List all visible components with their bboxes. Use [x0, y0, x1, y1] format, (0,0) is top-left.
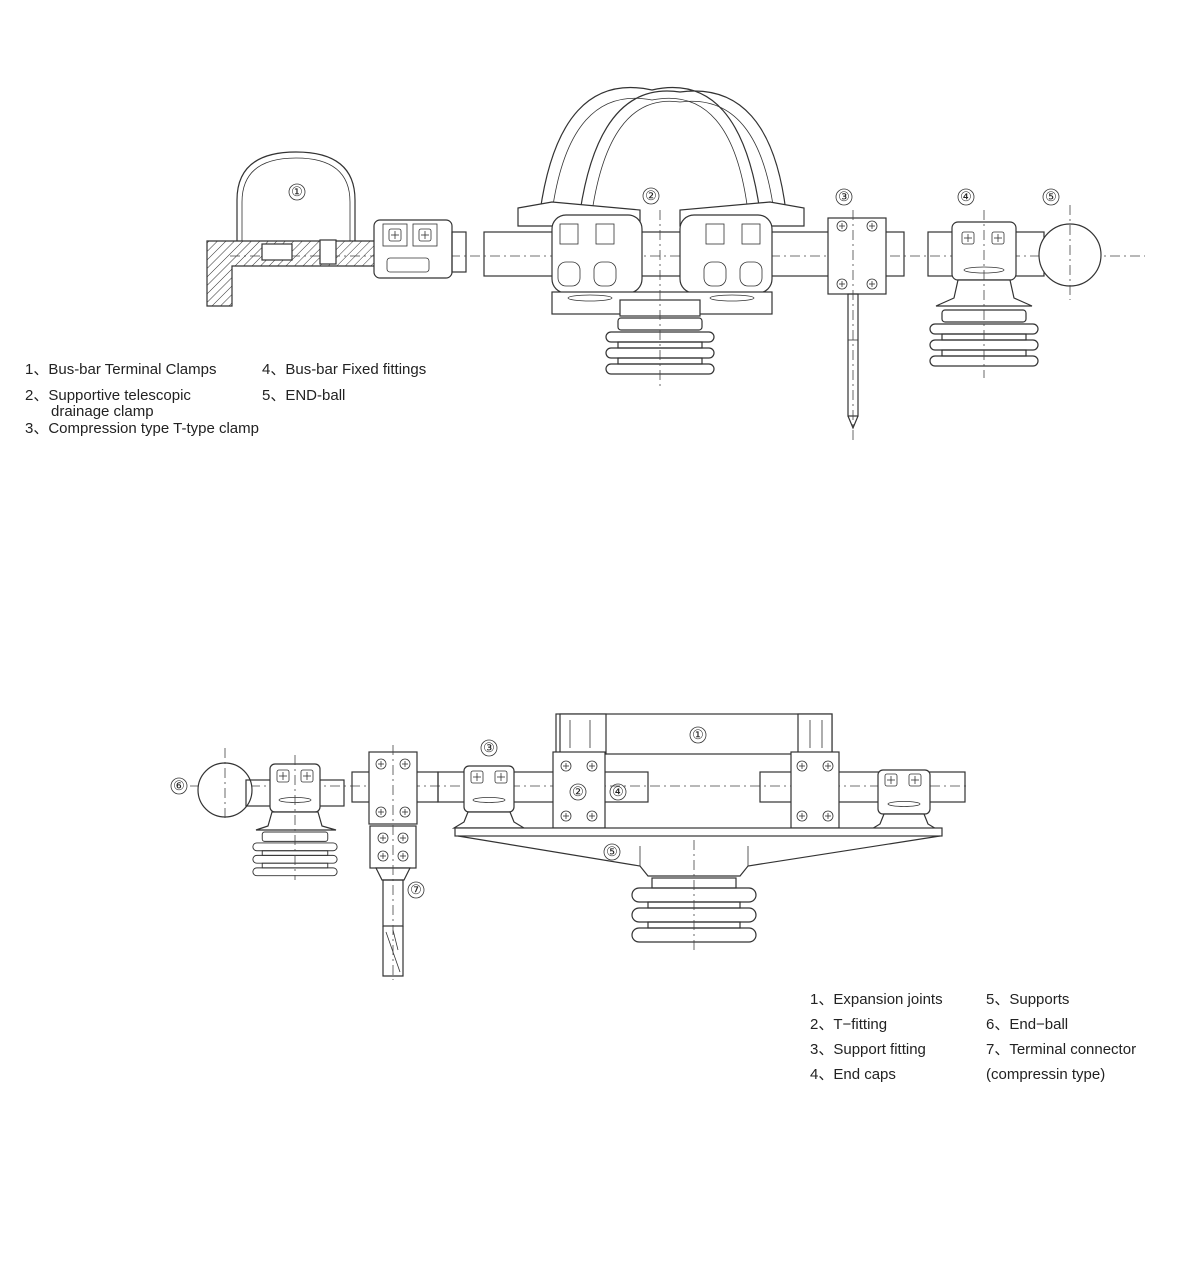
legend-top-item-1: 1、Bus-bar Terminal Clamps: [25, 361, 217, 378]
callout-bottom-4: ④: [612, 784, 624, 799]
callout-bottom-1: ①: [692, 727, 704, 742]
legend-bottom-left: 1、Expansion joints 2、T−fitting 3、Support…: [810, 987, 943, 1087]
top-callouts: ① ② ③ ④ ⑤: [288, 183, 1060, 206]
busbar-tube-right: [759, 771, 966, 803]
busbar-tube-left: [437, 771, 649, 803]
busbar-fixed-fitting: [927, 210, 1045, 378]
support-plate: [454, 827, 943, 950]
end-ball-bottom: [197, 748, 253, 822]
legend-top-item-2: 2、Supportive telescopic: [25, 387, 191, 404]
support-fitting-3: [451, 765, 527, 829]
legend-bottom-item-1: 1、Expansion joints: [810, 991, 943, 1008]
legend-top-item-2-cont: drainage clamp: [51, 403, 154, 420]
terminal-connector: [351, 745, 439, 980]
legend-top-left: 1、Bus-bar Terminal Clamps 2、Supportive t…: [25, 361, 259, 438]
callout-bottom-7: ⑦: [410, 882, 422, 897]
callout-top-2: ②: [645, 188, 657, 203]
support-fitting-left: [245, 755, 345, 880]
legend-top-item-3: 3、Compression type T-type clamp: [25, 420, 259, 437]
top-diagram: [206, 86, 1145, 440]
t-fitting: [552, 751, 840, 829]
legend-top-item-5: 5、END-ball: [262, 387, 346, 404]
callout-top-1: ①: [291, 184, 303, 199]
telescopic-drainage-clamp: [483, 86, 905, 386]
end-ball: [1038, 205, 1102, 300]
callout-top-3: ③: [838, 189, 850, 204]
callout-bottom-3: ③: [483, 740, 495, 755]
callout-top-5: ⑤: [1045, 189, 1057, 204]
support-fitting-right: [867, 769, 941, 831]
legend-bottom-item-6: 6、End−ball: [986, 1016, 1069, 1033]
legend-top-item-4: 4、Bus-bar Fixed fittings: [262, 361, 427, 378]
bottom-diagram: [190, 713, 970, 980]
legend-bottom-item-3: 3、Support fitting: [810, 1041, 926, 1058]
terminal-clamp: [206, 151, 467, 307]
legend-bottom-item-4: 4、End caps: [810, 1066, 896, 1083]
legend-bottom-right: 5、Supports 6、End−ball 7、Terminal connect…: [986, 987, 1136, 1087]
legend-bottom-item-5: 5、Supports: [986, 991, 1070, 1008]
expansion-joint: [555, 713, 833, 755]
bottom-callouts: ① ② ③ ④ ⑤ ⑥ ⑦: [170, 726, 707, 899]
legend-bottom-item-7-cont: (compressin type): [986, 1066, 1106, 1083]
callout-bottom-6: ⑥: [173, 778, 185, 793]
callout-bottom-5: ⑤: [606, 844, 618, 859]
legend-bottom-item-7: 7、Terminal connector: [986, 1041, 1137, 1058]
legend-top-right: 4、Bus-bar Fixed fittings 5、END-ball: [262, 361, 426, 405]
t-type-clamp: [827, 210, 887, 440]
callout-bottom-2: ②: [572, 784, 584, 799]
callout-top-4: ④: [960, 189, 972, 204]
legend-bottom-item-2: 2、T−fitting: [810, 1016, 888, 1033]
